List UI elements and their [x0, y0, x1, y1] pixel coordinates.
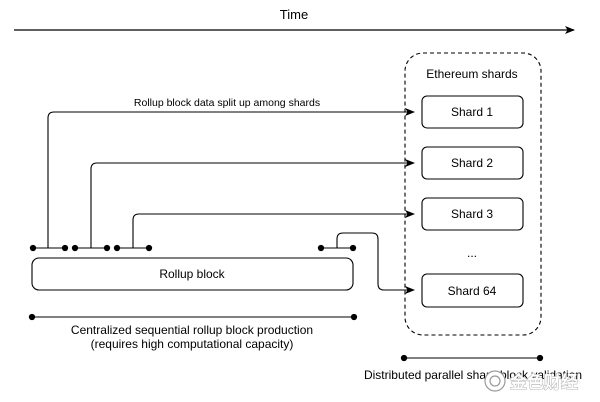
- shard-box-2: [421, 146, 524, 180]
- distributed-span: [400, 354, 544, 362]
- shard-ellipsis: ...: [467, 246, 477, 260]
- shard-label-2: Shard 2: [451, 156, 493, 170]
- distributed-caption: Distributed parallel shard block validat…: [364, 368, 582, 382]
- centralized-span: [28, 313, 358, 321]
- shard-label-1: Shard 1: [451, 105, 493, 119]
- connector-shard-64: [336, 232, 415, 294]
- connector-shard-2: [90, 159, 415, 248]
- centralized-caption-line2: (requires high computational capacity): [91, 337, 294, 351]
- rollup-block: [31, 257, 354, 291]
- watermark-text: 金色财经: [509, 372, 578, 393]
- shards-group-title: Ethereum shards: [426, 67, 517, 81]
- split-label: Rollup block data split up among shards: [134, 97, 320, 109]
- centralized-caption-line1: Centralized sequential rollup block prod…: [71, 323, 313, 337]
- connector-shard-3: [132, 210, 415, 248]
- time-label: Time: [280, 7, 308, 22]
- connector-shard-1: [47, 108, 415, 248]
- watermark-logo: 金色财经: [484, 370, 578, 393]
- rollup-block-label: Rollup block: [159, 267, 225, 281]
- shard-box-1: [421, 95, 524, 129]
- shard-box-3: [421, 197, 524, 231]
- shard-box-64: [421, 273, 524, 308]
- segment-markers: [29, 244, 357, 252]
- shard-label-64: Shard 64: [448, 284, 497, 298]
- shard-label-3: Shard 3: [451, 207, 493, 221]
- shards-container: [404, 52, 542, 336]
